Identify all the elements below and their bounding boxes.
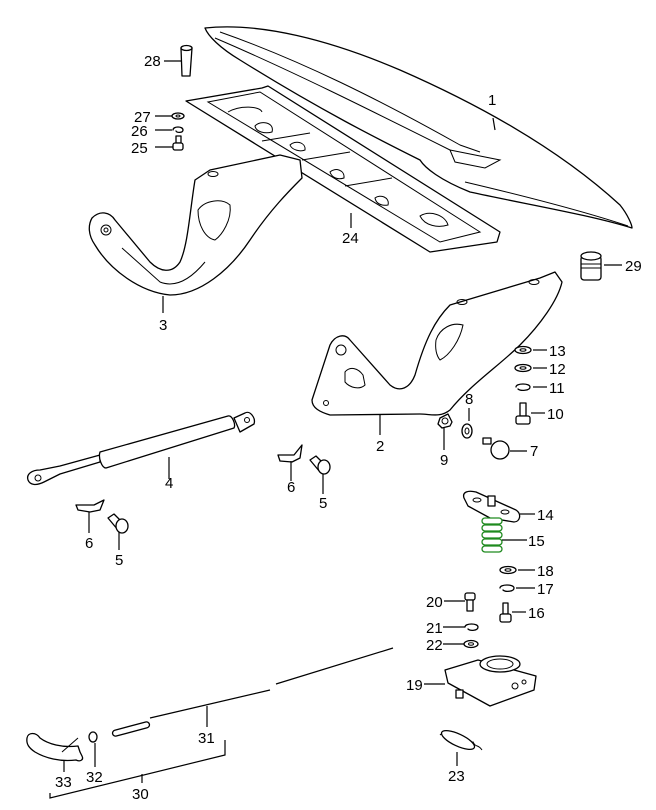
label-9: 9 bbox=[440, 452, 448, 469]
label-21: 21 bbox=[426, 620, 443, 637]
rubber-buffer-part[interactable] bbox=[580, 251, 602, 281]
washer-18-part[interactable] bbox=[499, 565, 517, 575]
inner-panel-part[interactable] bbox=[185, 85, 501, 253]
label-30: 30 bbox=[132, 786, 149, 803]
label-26: 26 bbox=[131, 123, 148, 140]
cable-part[interactable] bbox=[111, 647, 394, 737]
label-11: 11 bbox=[549, 380, 565, 397]
label-20: 20 bbox=[426, 594, 443, 611]
bolt-10-part[interactable] bbox=[515, 402, 531, 425]
striker-plate-part[interactable] bbox=[462, 490, 521, 523]
hood-lock-part[interactable] bbox=[444, 655, 537, 707]
bolt-20-part[interactable] bbox=[464, 592, 476, 612]
washer-12-part[interactable] bbox=[514, 363, 532, 373]
leader-lines bbox=[49, 60, 622, 799]
spring-washer-17-part[interactable] bbox=[499, 584, 515, 592]
label-25: 25 bbox=[131, 140, 148, 157]
label-17: 17 bbox=[537, 581, 554, 598]
label-6a: 6 bbox=[85, 535, 93, 552]
label-5b: 5 bbox=[319, 495, 327, 512]
label-19: 19 bbox=[406, 677, 423, 694]
spring-washer-11-part[interactable] bbox=[515, 383, 531, 391]
washer-13-part[interactable] bbox=[514, 345, 532, 355]
label-27: 27 bbox=[134, 109, 151, 126]
label-23: 23 bbox=[448, 768, 465, 785]
label-2: 2 bbox=[376, 438, 384, 455]
label-13: 13 bbox=[549, 343, 566, 360]
label-14: 14 bbox=[537, 507, 554, 524]
label-5a: 5 bbox=[115, 552, 123, 569]
washer-32-part[interactable] bbox=[88, 731, 98, 743]
washer-8-part[interactable] bbox=[461, 423, 473, 439]
pin-5a-part[interactable] bbox=[107, 513, 129, 534]
stop-buffer-part[interactable] bbox=[482, 437, 510, 460]
label-15: 15 bbox=[528, 533, 545, 550]
label-24: 24 bbox=[342, 230, 359, 247]
pin-5b-part[interactable] bbox=[309, 455, 331, 475]
hinge-right-part[interactable] bbox=[311, 271, 563, 416]
hood-part[interactable] bbox=[204, 26, 633, 229]
label-32: 32 bbox=[86, 769, 103, 786]
label-12: 12 bbox=[549, 361, 566, 378]
label-7: 7 bbox=[530, 443, 538, 460]
label-4: 4 bbox=[165, 475, 173, 492]
part-labels: 1 2 3 4 5 5 6 6 7 8 9 10 11 12 13 14 15 … bbox=[55, 53, 642, 803]
tension-spring-part[interactable] bbox=[439, 727, 483, 753]
label-1: 1 bbox=[488, 92, 496, 109]
label-16: 16 bbox=[528, 605, 545, 622]
release-handle-part[interactable] bbox=[26, 732, 84, 762]
label-22: 22 bbox=[426, 637, 443, 654]
washer-27-part[interactable] bbox=[171, 112, 185, 120]
spring-washer-26-part[interactable] bbox=[172, 126, 184, 134]
label-18: 18 bbox=[537, 563, 554, 580]
lock-spring-part[interactable] bbox=[481, 517, 503, 553]
nut-9-part[interactable] bbox=[437, 413, 453, 429]
washer-22-part[interactable] bbox=[463, 639, 479, 649]
clip-6a-part[interactable] bbox=[75, 499, 105, 513]
label-10: 10 bbox=[547, 406, 564, 423]
label-28: 28 bbox=[144, 53, 161, 70]
label-3: 3 bbox=[159, 317, 167, 334]
bolt-25-part[interactable] bbox=[172, 135, 184, 151]
clip-6b-part[interactable] bbox=[277, 444, 303, 463]
label-33: 33 bbox=[55, 774, 72, 791]
label-8: 8 bbox=[465, 391, 473, 408]
label-6b: 6 bbox=[287, 479, 295, 496]
gas-strut-part[interactable] bbox=[26, 411, 256, 486]
label-29: 29 bbox=[625, 258, 642, 275]
bolt-16-part[interactable] bbox=[499, 602, 512, 623]
label-31: 31 bbox=[198, 730, 215, 747]
sleeve-part[interactable] bbox=[180, 44, 193, 77]
hinge-left-part[interactable] bbox=[88, 154, 303, 296]
spring-washer-21-part[interactable] bbox=[464, 623, 479, 631]
